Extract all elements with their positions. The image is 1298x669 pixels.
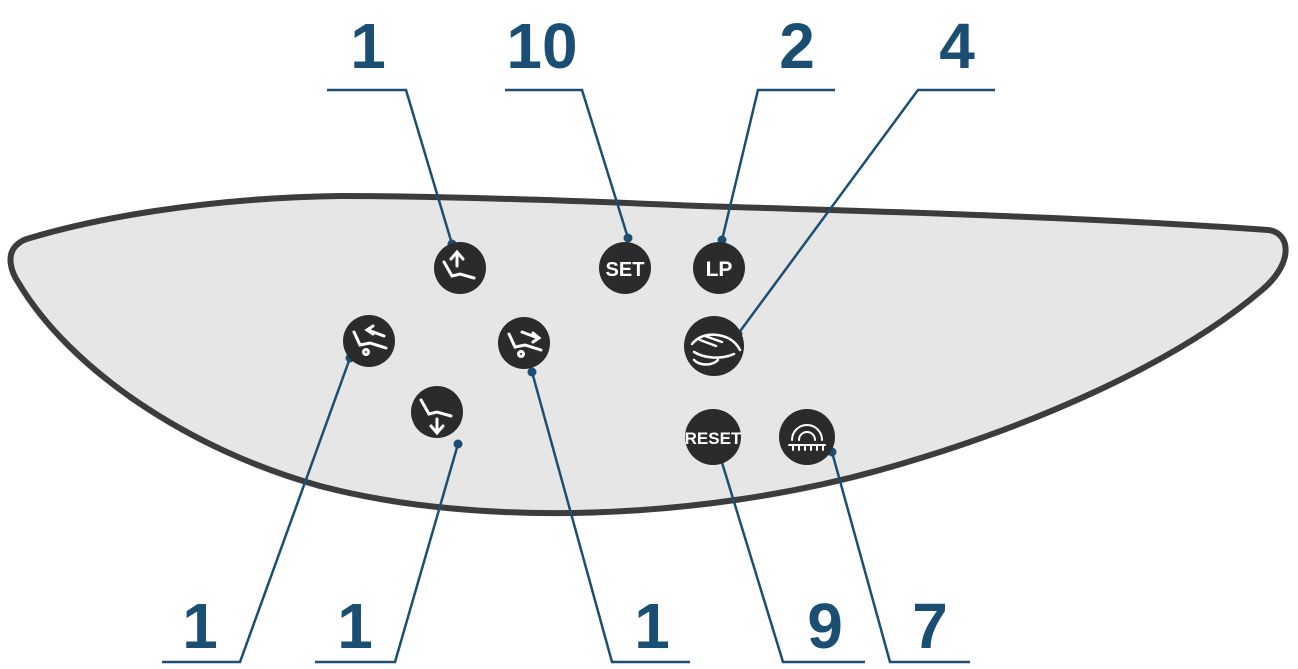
dot-set [623,233,633,243]
callout-lp: 2 [779,10,815,82]
spittoon-button[interactable] [684,316,744,376]
callout-reset: 9 [807,590,843,662]
spittoon-rinse-icon [690,333,742,366]
leader-set [505,88,630,239]
leader-reset [718,455,865,664]
dot-backrest-forward [527,367,537,377]
dot-chair-down [453,439,463,449]
leader-chair-down [315,443,460,664]
backrest-back-icon [352,324,388,356]
control-panel-outline [7,193,1289,517]
callout-set: 10 [506,10,577,82]
callout-chair-up: 1 [350,10,386,82]
chair-down-icon [419,398,453,436]
lp-button[interactable]: LP [693,242,745,294]
leader-backrest-back [162,357,352,664]
leader-spittoon [736,88,995,335]
leader-lines [162,88,995,664]
callout-light: 7 [912,590,948,662]
backrest-forward-icon [507,330,543,358]
chair-down-button[interactable] [411,386,463,438]
set-button[interactable]: SET [599,242,651,294]
set-button-label: SET [606,259,645,281]
leader-light [830,451,970,664]
callout-backrest-back: 1 [182,590,218,662]
callout-spittoon: 4 [939,10,975,82]
lp-button-label: LP [706,258,733,281]
chair-up-button[interactable] [434,242,486,294]
leader-chair-up [327,88,454,245]
backrest-back-button[interactable] [343,315,395,367]
leader-backrest-forward [530,371,690,664]
callout-backrest-forward: 1 [634,590,670,662]
operating-light-button[interactable] [779,409,835,465]
leader-lp [720,88,835,241]
backrest-forward-button[interactable] [498,317,550,369]
reset-button-label: RESET [685,429,742,448]
operating-light-icon [788,424,826,451]
chair-up-icon [442,249,476,280]
callout-chair-down: 1 [337,590,373,662]
reset-button[interactable]: RESET [685,409,742,465]
